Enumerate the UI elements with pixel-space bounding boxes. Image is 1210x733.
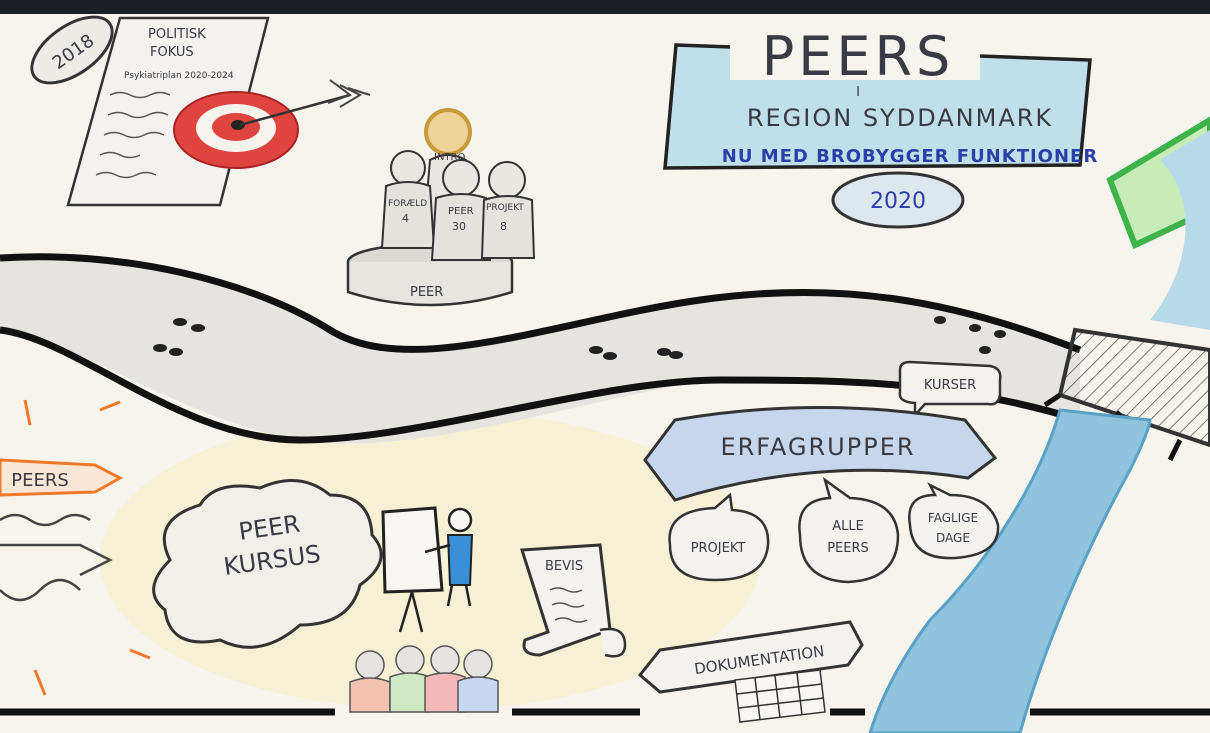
peers-banner: PEERS: [0, 399, 151, 696]
policy-plan: Psykiatriplan 2020-2024: [124, 71, 234, 81]
bevis-label: BEVIS: [545, 559, 583, 574]
dokumentation-banner: DOKUMENTATION: [637, 620, 864, 723]
alle-label: ALLE: [832, 519, 864, 534]
peers-label: PEERS: [827, 541, 869, 556]
figure-middle-count: 30: [452, 220, 466, 233]
peer-figures-group: PEER INTRO 6 FORÆLD 4 PEER 30 PROJEKT 8: [346, 108, 536, 307]
faglige-label: FAGLIGE: [928, 511, 978, 525]
bevis-scroll: BEVIS: [519, 543, 627, 658]
left-scribbles: [0, 513, 113, 602]
subtitle-label: NU MED BROBYGGER FUNKTIONER: [722, 146, 1098, 167]
pedestal-label: PEER: [410, 285, 443, 300]
kurser-label: KURSER: [924, 378, 976, 393]
projekt-bubble: PROJEKT: [668, 492, 770, 582]
figure-top-label: INTRO: [434, 152, 465, 163]
top-dark-border: [0, 0, 1210, 14]
erfagrupper-label: ERFAGRUPPER: [720, 433, 915, 461]
upper-river: [1150, 130, 1210, 330]
figure-left-count: 4: [402, 212, 409, 225]
audience-group: [349, 645, 499, 713]
figure-right-head: [488, 161, 526, 199]
figure-left-label: FORÆLD: [388, 199, 427, 209]
documentation-grid: [734, 669, 826, 723]
faglige-dage-bubble: FAGLIGE DAGE: [908, 482, 1000, 560]
dage-label: DAGE: [936, 531, 970, 545]
policy-heading-1: POLITISK: [148, 27, 206, 42]
region-label: REGION SYDDANMARK: [747, 104, 1053, 132]
year-badge-label: 2020: [870, 189, 926, 214]
policy-text-lines: [95, 91, 171, 179]
figure-top-head: [424, 108, 472, 156]
figure-middle-label: PEER: [448, 206, 474, 217]
alle-peers-bubble: ALLE PEERS: [798, 476, 900, 584]
peer-kursus-cloud: PEER KURSUS: [152, 478, 383, 649]
kurser-bubble: KURSER: [898, 360, 1002, 419]
flipchart-presenter: [381, 506, 474, 633]
peers-banner-label: PEERS: [11, 470, 69, 491]
road: [0, 253, 1082, 444]
orange-accents: [23, 399, 151, 696]
policy-heading-2: FOKUS: [150, 45, 194, 60]
year-badge: 2020: [831, 171, 965, 229]
poster-title-sub: I: [856, 85, 860, 100]
title-box: PEERS I REGION SYDDANMARK NU MED BROBYGG…: [663, 20, 1098, 170]
target-icon: [173, 79, 371, 169]
figure-right-count: 8: [500, 220, 507, 233]
figure-left-head: [390, 150, 426, 186]
figure-right-label: PROJEKT: [486, 203, 524, 213]
start-year-badge: 2018: [30, 15, 114, 85]
figure-middle-head: [442, 159, 480, 197]
poster-title: PEERS: [762, 25, 955, 88]
erfagrupper-banner: ERFAGRUPPER: [643, 406, 998, 502]
projekt-label: PROJEKT: [691, 541, 746, 556]
